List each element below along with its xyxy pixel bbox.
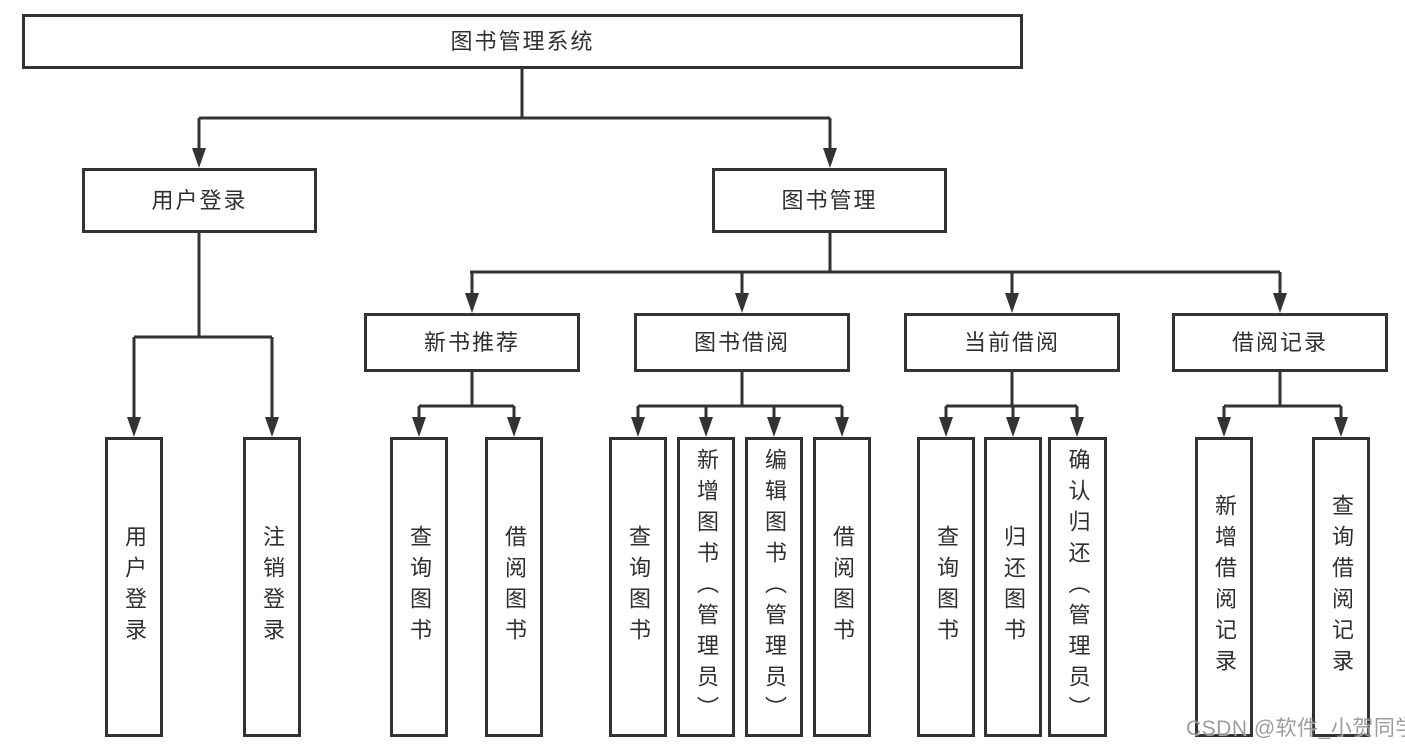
- arrow-down-icon: [823, 148, 837, 168]
- node-current-borrow: 当前借阅: [904, 313, 1120, 372]
- node-book-management: 图书管理: [712, 168, 947, 233]
- node-new-book-recommend: 新书推荐: [364, 313, 580, 372]
- leaf-edit-book-admin: 编辑图书（管理员）: [745, 437, 803, 737]
- leaf-logout: 注销登录: [243, 437, 301, 737]
- arrow-down-icon: [767, 417, 781, 437]
- leaf-user-login: 用户登录: [105, 437, 163, 737]
- arrow-down-icon: [127, 417, 141, 437]
- node-user-login: 用户登录: [82, 168, 317, 233]
- leaf-query-books-recommend: 查询图书: [390, 437, 448, 737]
- node-book-borrow: 图书借阅: [634, 313, 850, 372]
- connector-current-to-leaves: [944, 372, 1079, 422]
- connector-records-to-leaves: [1222, 372, 1343, 422]
- arrow-down-icon: [1217, 417, 1231, 437]
- arrow-down-icon: [507, 417, 521, 437]
- leaf-query-borrow-record: 查询借阅记录: [1312, 437, 1370, 737]
- arrow-down-icon: [1334, 417, 1348, 437]
- arrow-down-icon: [1070, 417, 1084, 437]
- leaf-borrow-books: 借阅图书: [813, 437, 871, 737]
- arrow-down-icon: [1273, 293, 1287, 313]
- watermark: CSDN @软件_小贺同学: [1186, 717, 1405, 740]
- arrow-down-icon: [465, 293, 479, 313]
- arrow-down-icon: [412, 417, 426, 437]
- leaf-add-borrow-record: 新增借阅记录: [1195, 437, 1253, 737]
- arrow-down-icon: [1005, 293, 1019, 313]
- connector-borrow-to-leaves: [636, 372, 844, 422]
- node-borrow-records: 借阅记录: [1172, 313, 1388, 372]
- leaf-confirm-return-admin: 确认归还（管理员）: [1048, 437, 1107, 737]
- leaf-query-books-current: 查询图书: [917, 437, 975, 737]
- arrow-down-icon: [192, 148, 206, 168]
- leaf-return-book: 归还图书: [984, 437, 1042, 737]
- connector-bookmgmt-to-modules: [470, 233, 1282, 298]
- arrow-down-icon: [939, 417, 953, 437]
- arrow-down-icon: [735, 293, 749, 313]
- connector-userlogin-to-leaves: [132, 233, 274, 422]
- leaf-add-book-admin: 新增图书（管理员）: [677, 437, 735, 737]
- arrow-down-icon: [835, 417, 849, 437]
- arrow-down-icon: [265, 417, 279, 437]
- arrow-down-icon: [631, 417, 645, 437]
- node-root: 图书管理系统: [22, 14, 1023, 69]
- connector-recommend-to-leaves: [417, 372, 516, 422]
- connector-root-to-level2: [197, 69, 832, 152]
- arrow-down-icon: [1006, 417, 1020, 437]
- leaf-query-books-borrow: 查询图书: [609, 437, 667, 737]
- leaf-borrow-books-recommend: 借阅图书: [485, 437, 543, 737]
- arrow-down-icon: [699, 417, 713, 437]
